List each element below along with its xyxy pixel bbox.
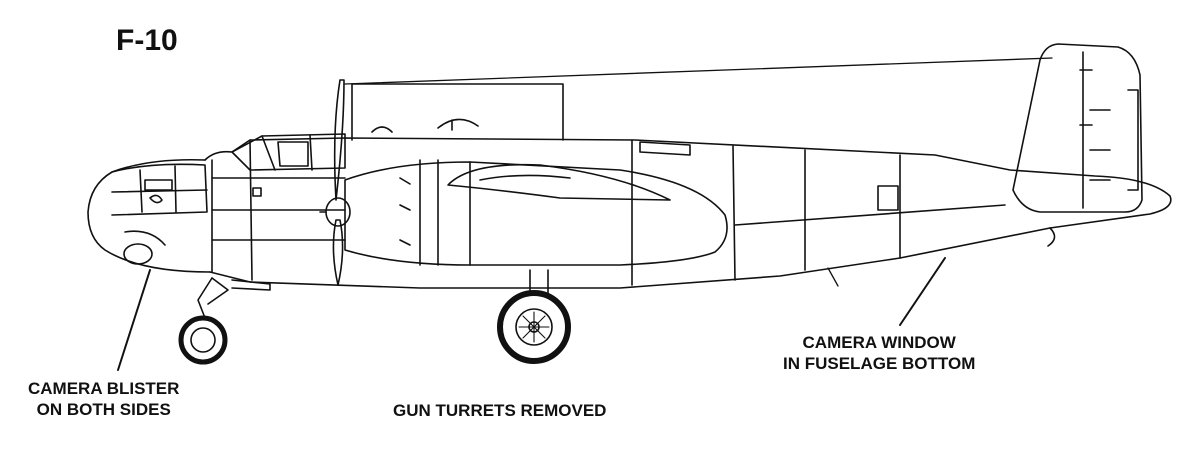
vertical-tail	[1012, 43, 1143, 213]
camera-window-leader	[899, 257, 946, 326]
nose-glazing	[111, 163, 208, 216]
fuselage	[87, 137, 1172, 289]
nose-landing-gear	[178, 277, 271, 365]
engine-nacelle	[344, 159, 728, 266]
antenna-wire	[344, 57, 1053, 85]
antenna-mast	[351, 83, 564, 141]
cockpit-canopy	[231, 133, 346, 171]
camera-window-label: CAMERA WINDOW IN FUSELAGE BOTTOM	[783, 332, 975, 375]
camera-blister-label-line1: CAMERA BLISTER	[28, 379, 180, 398]
main-landing-gear	[497, 269, 571, 364]
camera-window-label-line2: IN FUSELAGE BOTTOM	[783, 354, 976, 374]
camera-blister-label-line2: ON BOTH SIDES	[36, 400, 171, 420]
camera-window-label-line1: CAMERA WINDOW	[802, 333, 956, 352]
diagram-title: F-10	[116, 24, 178, 57]
camera-blister-label: CAMERA BLISTER ON BOTH SIDES	[28, 378, 179, 421]
camera-blister	[123, 243, 153, 265]
propeller	[319, 79, 351, 286]
camera-blister-leader	[117, 269, 151, 371]
gun-turrets-label: GUN TURRETS REMOVED	[393, 401, 607, 420]
